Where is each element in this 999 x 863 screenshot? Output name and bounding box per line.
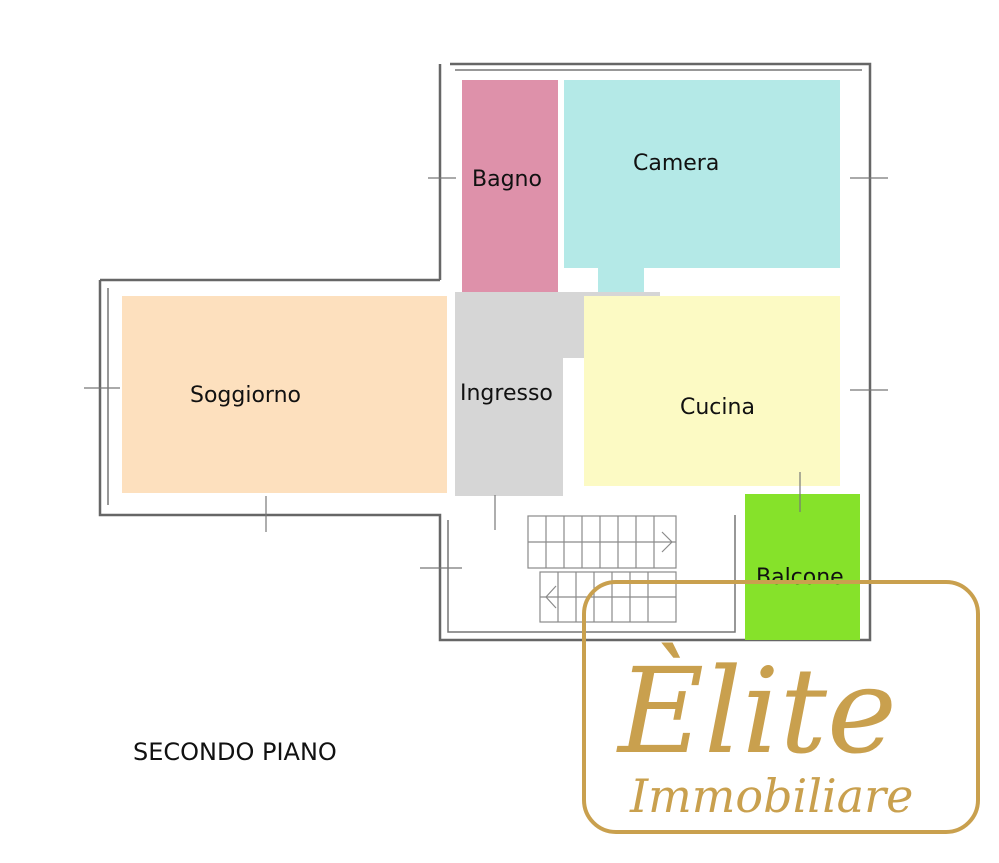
room-balcone	[745, 494, 860, 640]
logo-sub-text: Immobiliare	[629, 769, 913, 823]
room-camera-ext	[598, 262, 644, 292]
label-bagno: Bagno	[472, 167, 542, 192]
room-soggiorno	[122, 296, 447, 493]
label-cucina: Cucina	[680, 395, 755, 420]
room-cucina	[584, 296, 840, 486]
floor-label: SECONDO PIANO	[133, 738, 337, 766]
room-bagno	[462, 80, 558, 292]
logo-main-text: Èlite	[616, 642, 897, 780]
label-balcone: Balcone	[756, 565, 844, 590]
label-ingresso: Ingresso	[460, 381, 553, 406]
elite-logo: Èlite Immobiliare	[582, 580, 980, 834]
room-camera	[564, 80, 840, 268]
label-camera: Camera	[633, 151, 719, 176]
label-soggiorno: Soggiorno	[190, 383, 301, 408]
stairs	[527, 515, 677, 623]
window-marks	[84, 177, 888, 569]
